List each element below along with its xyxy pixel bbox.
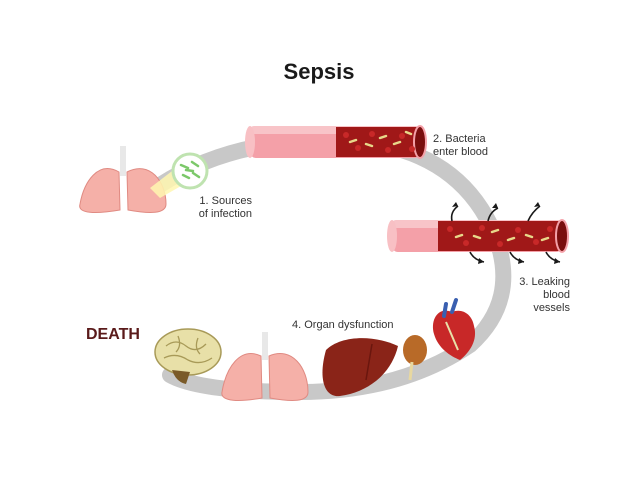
stage-3-label: 3. Leaking blood vessels bbox=[519, 276, 570, 314]
lungs-icon bbox=[221, 332, 309, 401]
lungs-infection-icon bbox=[79, 146, 209, 213]
leaking-vessel-icon bbox=[387, 202, 569, 264]
stage-4-label: 4. Organ dysfunction bbox=[292, 319, 394, 331]
death-label: DEATH bbox=[86, 326, 140, 343]
liver-icon bbox=[322, 338, 398, 397]
blood-vessel-bacteria-icon bbox=[245, 125, 427, 159]
stage-2-label: 2. Bacteria enter blood bbox=[433, 133, 489, 158]
stage-1-label: 1. Sources of infection bbox=[198, 195, 252, 220]
brain-icon bbox=[154, 328, 222, 384]
organs-icon bbox=[154, 298, 476, 401]
heart-icon bbox=[432, 298, 476, 360]
kidney-icon bbox=[403, 335, 427, 381]
diagram-title: Sepsis bbox=[283, 59, 355, 84]
